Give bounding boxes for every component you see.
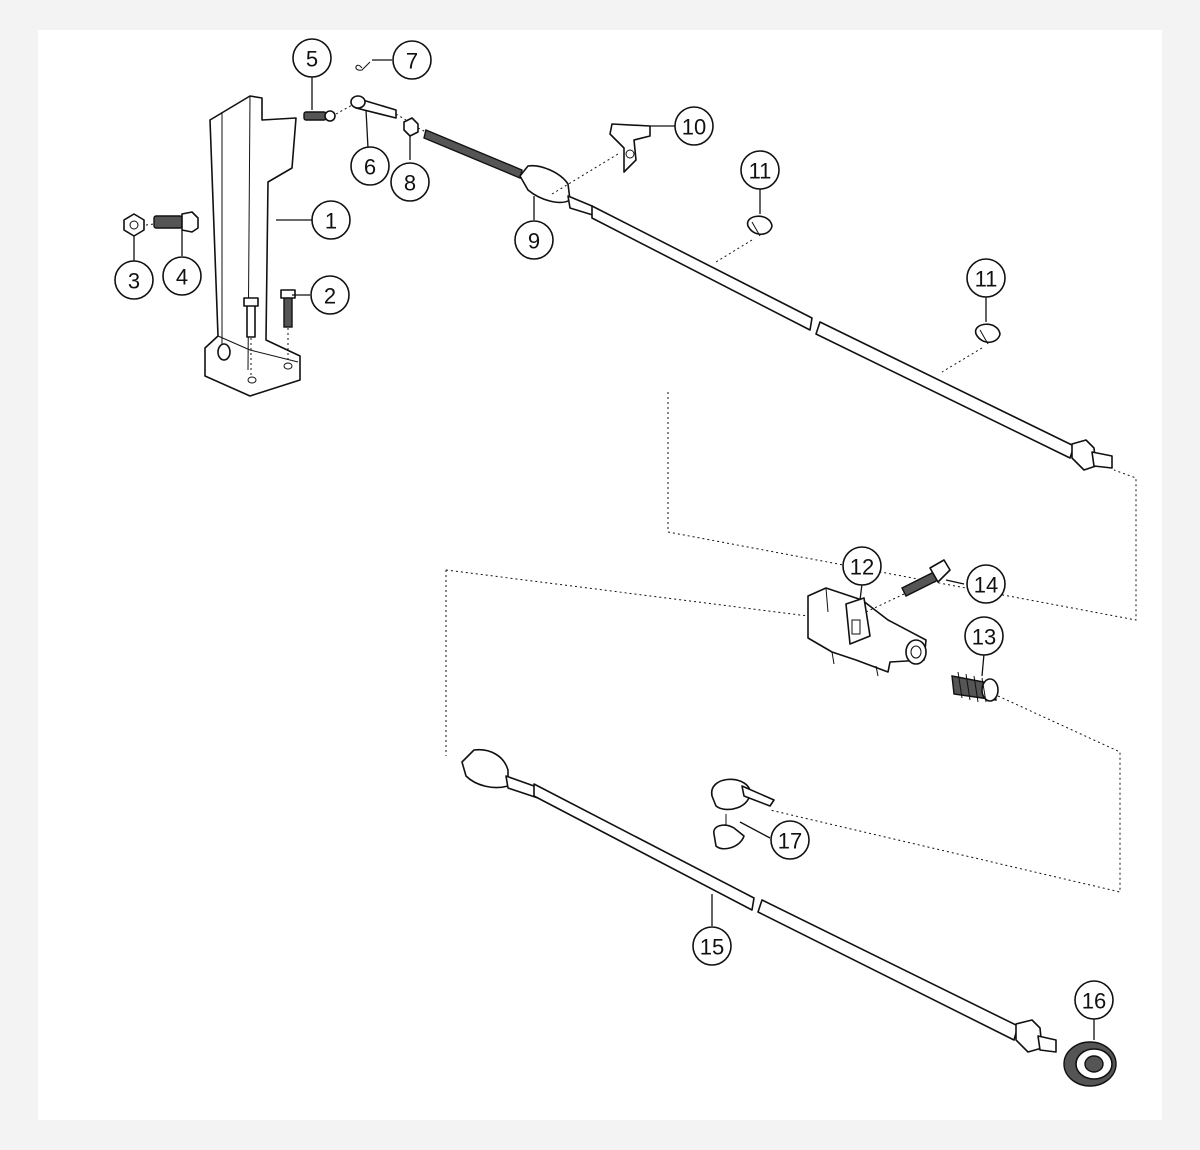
callout-circle <box>966 258 1006 298</box>
lower-cable <box>461 748 1057 1053</box>
callout-c2: 2 <box>310 275 350 315</box>
callout-circle <box>162 256 202 296</box>
callout-c17: 17 <box>770 820 810 860</box>
callout-circle <box>1074 980 1114 1020</box>
assembly-plane-upper <box>667 392 1137 621</box>
callout-circle <box>292 38 332 78</box>
callout-number: 4 <box>176 265 188 290</box>
callout-number: 14 <box>974 573 998 598</box>
pedal-bracket <box>204 95 301 397</box>
callout-number: 11 <box>749 159 772 184</box>
callout-c4: 4 <box>162 256 202 296</box>
small-hardware <box>303 61 427 137</box>
callout-circle <box>964 616 1004 656</box>
callout-c8: 8 <box>390 162 430 202</box>
nut-and-bolt <box>123 211 199 237</box>
callout-circle <box>350 146 390 186</box>
callout-c16: 16 <box>1074 980 1114 1020</box>
callout-number: 3 <box>128 269 140 294</box>
grommet <box>1063 1041 1117 1087</box>
callout-c13: 13 <box>964 616 1004 656</box>
banjo-bolt <box>865 559 951 613</box>
callout-c10: 10 <box>674 106 714 146</box>
callout-number: 9 <box>528 229 540 254</box>
callout-number: 2 <box>324 284 336 309</box>
callout-circle <box>310 275 350 315</box>
callout-number: 16 <box>1082 989 1106 1014</box>
callout-circle <box>392 40 432 80</box>
callout-c6: 6 <box>350 146 390 186</box>
callout-circle <box>311 200 351 240</box>
callout-number: 15 <box>700 935 724 960</box>
callout-circle <box>674 106 714 146</box>
callout-c3: 3 <box>114 260 154 300</box>
callout-number: 7 <box>406 49 418 74</box>
callout-circle <box>692 926 732 966</box>
hose-clamp <box>711 778 775 850</box>
callout-number: 6 <box>364 155 376 180</box>
callout-number: 1 <box>325 209 337 234</box>
callout-number: 5 <box>306 47 318 72</box>
callout-c11b: 11 <box>966 258 1006 298</box>
callout-c11a: 11 <box>740 150 780 190</box>
callout-circle <box>966 564 1006 604</box>
callout-circle <box>740 150 780 190</box>
callout-number: 12 <box>850 555 874 580</box>
callout-c12: 12 <box>842 546 882 586</box>
callout-circle <box>770 820 810 860</box>
leader-lines <box>133 59 1095 1040</box>
cable-clips <box>715 215 1001 373</box>
callout-circle <box>114 260 154 300</box>
callout-number: 8 <box>404 171 416 196</box>
callout-c1: 1 <box>311 200 351 240</box>
callout-c15: 15 <box>692 926 732 966</box>
actuator-body <box>807 587 927 677</box>
callout-number: 11 <box>975 267 998 292</box>
assembly-plane-lower <box>445 569 1121 893</box>
callout-number: 17 <box>778 829 802 854</box>
cable-bracket <box>609 123 651 173</box>
callout-c5: 5 <box>292 38 332 78</box>
mounting-bolts <box>243 289 296 376</box>
callout-c7: 7 <box>392 40 432 80</box>
callout-circle <box>842 546 882 586</box>
callout-number: 10 <box>682 115 706 140</box>
return-spring <box>951 671 999 703</box>
callout-number: 13 <box>972 625 996 650</box>
callout-circle <box>514 220 554 260</box>
callout-c9: 9 <box>514 220 554 260</box>
callout-c14: 14 <box>966 564 1006 604</box>
callout-circle <box>390 162 430 202</box>
upper-cable <box>423 129 1113 471</box>
